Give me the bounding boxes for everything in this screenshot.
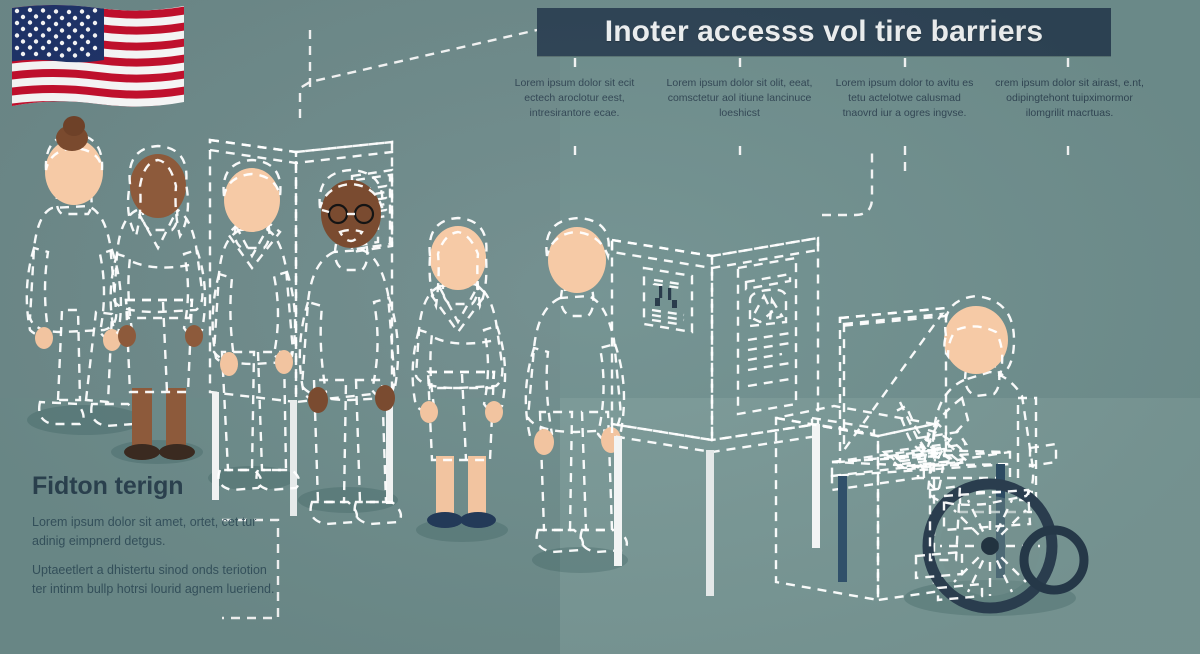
caption-text-3: Lorem ipsum dolor to avitu es tetu actel… xyxy=(830,76,979,121)
caption-column-4: crem ipsum dolor sit airast, e.nt, odipi… xyxy=(987,76,1152,156)
united-states-flag-icon xyxy=(8,2,188,114)
caption-text-4: crem ipsum dolor sit airast, e.nt, odipi… xyxy=(995,76,1144,121)
lower-text-block: Fidton terign Lorem ipsum dolor sit amet… xyxy=(32,472,282,609)
lower-block-paragraph-2: Uptaeetlert a dhistertu sinod onds terio… xyxy=(32,561,282,599)
infographic-title-bar: Inoter accesss vol tire barriers xyxy=(537,8,1111,56)
lower-block-heading: Fidton terign xyxy=(32,472,282,501)
caption-column-2: Lorem ipsum dolor sit olit, eeat, comsct… xyxy=(657,76,822,156)
caption-row: Lorem ipsum dolor sit ecit ectech aroclo… xyxy=(492,76,1152,156)
caption-text-2: Lorem ipsum dolor sit olit, eeat, comsct… xyxy=(665,76,814,121)
caption-text-1: Lorem ipsum dolor sit ecit ectech aroclo… xyxy=(500,76,649,121)
page-title: Inoter accesss vol tire barriers xyxy=(605,15,1043,49)
caption-column-1: Lorem ipsum dolor sit ecit ectech aroclo… xyxy=(492,76,657,156)
caption-column-3: Lorem ipsum dolor to avitu es tetu actel… xyxy=(822,76,987,156)
lower-block-paragraph-1: Lorem ipsum dolor sit amet, ortet, cet t… xyxy=(32,513,282,551)
